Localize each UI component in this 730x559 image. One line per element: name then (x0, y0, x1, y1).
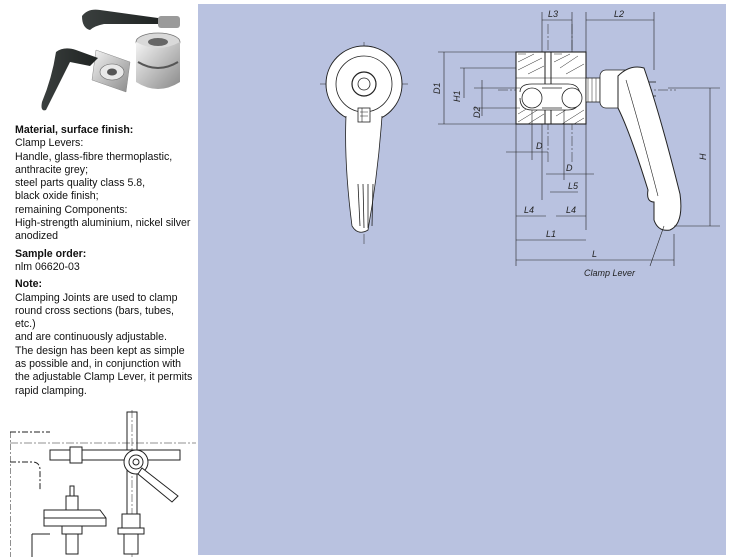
dim-l4-right: L4 (566, 205, 576, 215)
note-line: Clamping Joints are used to clamp (15, 291, 178, 304)
material-line: remaining Components: (15, 203, 128, 216)
dim-h1: H1 (452, 90, 462, 102)
note-line: and are continuously adjustable. (15, 331, 167, 344)
material-line: anodized (15, 230, 59, 243)
material-line: anthracite grey; (15, 163, 89, 176)
dim-l5: L5 (568, 181, 579, 191)
product-photo (41, 9, 181, 111)
note-line: as possible and, in conjunction with (15, 358, 182, 371)
description-text: Material, surface finish: Clamp Levers: … (15, 124, 195, 398)
dim-d1: D1 (432, 82, 442, 94)
note-line: round cross sections (bars, tubes, etc.) (15, 304, 174, 331)
material-line: High-strength aluminium, nickel silver (15, 217, 191, 230)
dim-l1: L1 (546, 229, 556, 239)
dim-l4-left: L4 (524, 205, 534, 215)
sample-order-heading: Sample order: (15, 247, 87, 260)
note-line: the adjustable Clamp Lever, it permits (15, 371, 193, 384)
note-line: The design has been kept as simple (15, 344, 185, 357)
clamp-lever-label: Clamp Lever (584, 268, 636, 278)
dim-l: L (592, 249, 597, 259)
material-heading: Material, surface finish: (15, 124, 134, 136)
dimension-lines (438, 12, 720, 267)
note-line: rapid clamping. (15, 384, 87, 397)
dim-d-lower: D (566, 163, 573, 173)
left-column: Material, surface finish: Clamp Levers: … (0, 0, 196, 559)
dim-d-upper: D (536, 141, 543, 151)
dim-d2: D2 (472, 106, 482, 118)
technical-drawing-panel: L3 L2 D1 H1 D2 H D D L5 L4 L4 L1 L Clamp… (198, 4, 726, 555)
material-line: steel parts quality class 5.8, (15, 177, 146, 190)
material-line: Clamp Levers: (15, 137, 84, 150)
material-line: Handle, glass-fibre thermoplastic, (15, 150, 173, 163)
sample-order-value: nlm 06620-03 (15, 260, 80, 273)
side-view (498, 24, 682, 231)
dimension-drawing: L3 L2 D1 H1 D2 H D D L5 L4 L4 L1 L Clamp… (320, 9, 720, 278)
dim-l3: L3 (548, 9, 558, 19)
dim-h: H (698, 153, 708, 160)
material-line: black oxide finish; (15, 190, 99, 203)
application-example-drawing (10, 410, 196, 557)
dim-l2: L2 (614, 9, 624, 19)
note-heading: Note: (15, 278, 43, 291)
front-view (320, 42, 408, 244)
